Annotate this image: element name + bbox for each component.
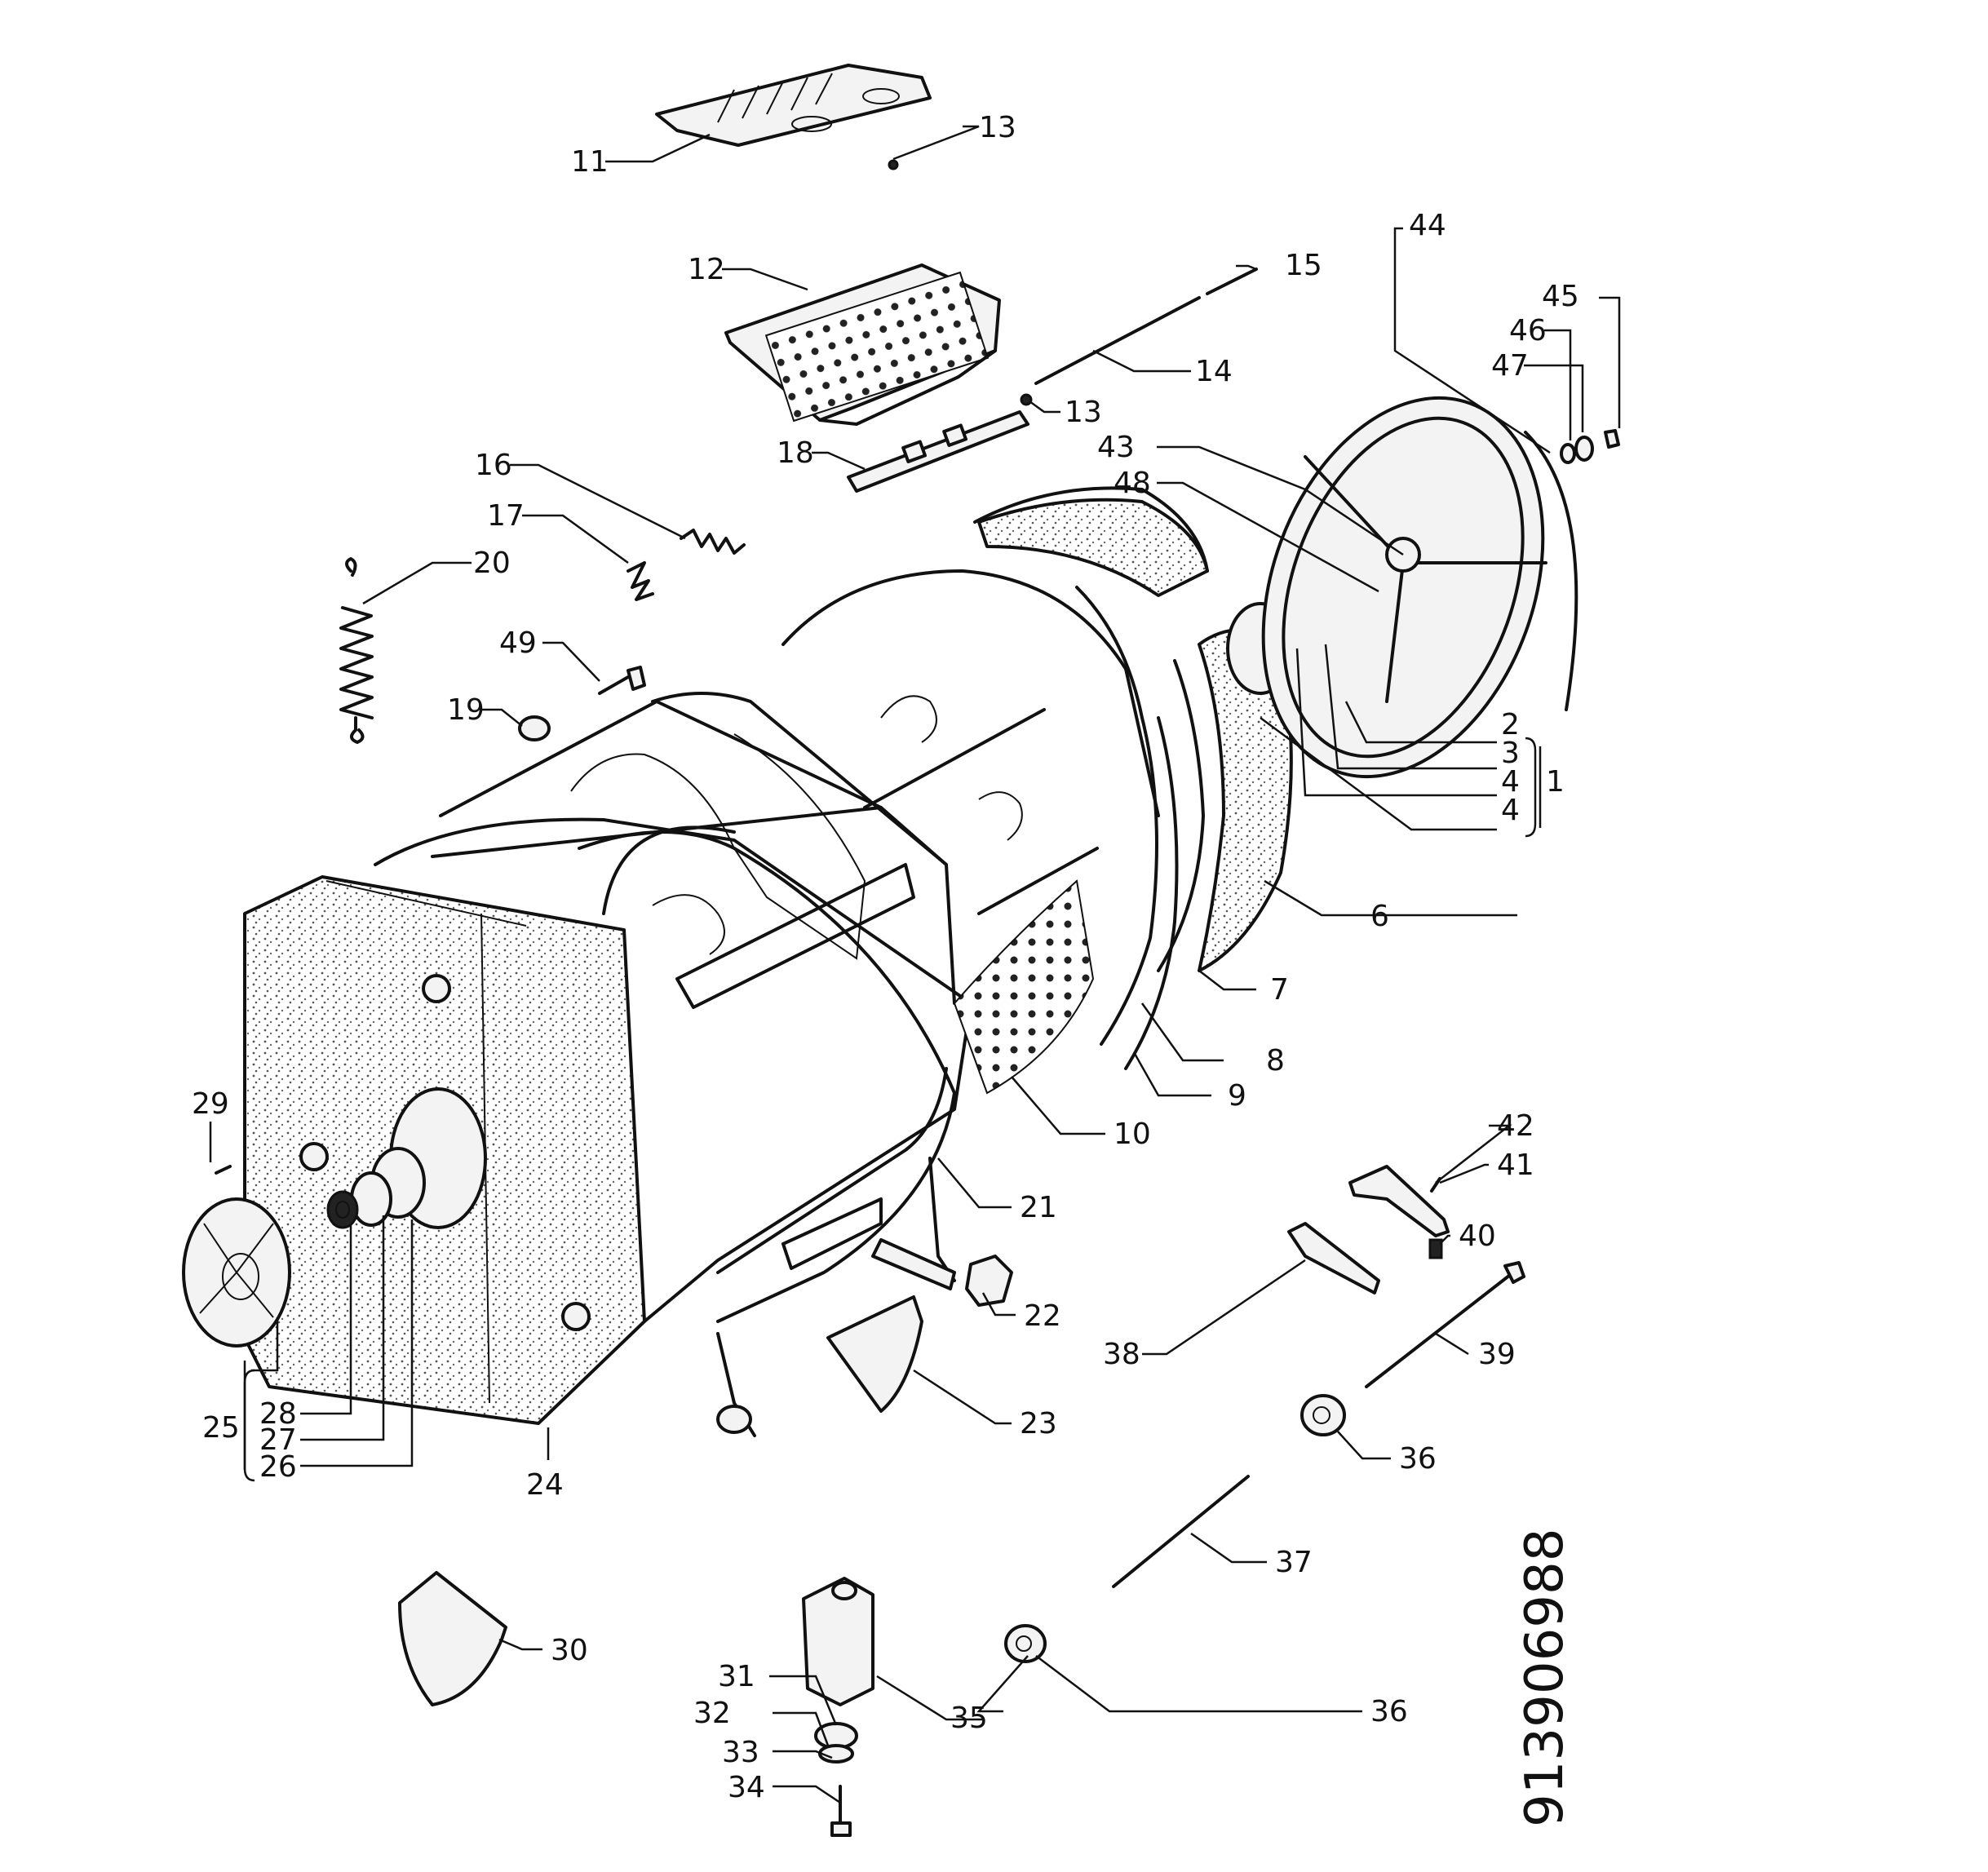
label-25: 25 [202, 1411, 240, 1445]
drawing-code: 913906988 [1515, 1529, 1575, 1827]
part-20-tension-spring [339, 557, 374, 744]
part-40-spring [1428, 1238, 1443, 1259]
label-17: 17 [487, 499, 525, 533]
part-23-flap-cover [826, 1295, 923, 1413]
label-13-mid: 13 [1065, 396, 1102, 429]
label-9: 9 [1228, 1079, 1246, 1113]
label-4-upper: 4 [1501, 765, 1520, 799]
part-10-inner-drum [781, 569, 1160, 1095]
label-39: 39 [1478, 1338, 1516, 1371]
part-12-filter-grid [724, 263, 1001, 426]
label-49: 49 [499, 626, 537, 660]
part-13-screw-b [1020, 393, 1033, 406]
part-25-flange-hub [182, 1197, 291, 1348]
label-22: 22 [1024, 1299, 1061, 1333]
leader-lines [209, 125, 1621, 1804]
part-26-28-bearing-set [326, 1147, 426, 1229]
label-24: 24 [526, 1468, 564, 1502]
label-3: 3 [1501, 737, 1520, 770]
label-33: 33 [722, 1736, 759, 1769]
part-44-pulley [1261, 396, 1578, 779]
part-21-mounting-bracket [716, 1157, 956, 1437]
label-35: 35 [950, 1702, 988, 1735]
part-36-damper-cap-b [1004, 1624, 1047, 1663]
label-7: 7 [1270, 973, 1289, 1007]
label-36-lower: 36 [1370, 1695, 1408, 1728]
label-15: 15 [1285, 249, 1322, 282]
label-31: 31 [718, 1660, 755, 1693]
label-37: 37 [1275, 1546, 1313, 1579]
label-2: 2 [1501, 708, 1520, 741]
part-6-9-seal-rings [973, 486, 1293, 1070]
label-19: 19 [447, 693, 485, 727]
label-1: 1 [1546, 765, 1565, 799]
part-labels: 11 13 12 15 14 13 18 16 17 20 49 19 43 4… [192, 111, 1579, 1804]
label-48: 48 [1114, 467, 1151, 500]
part-45-47-washers [1560, 429, 1620, 464]
label-11: 11 [571, 145, 609, 179]
label-10: 10 [1114, 1117, 1151, 1151]
part-30-flap [398, 1571, 507, 1706]
label-23: 23 [1020, 1407, 1057, 1441]
part-18-hinge-bar [847, 410, 1029, 493]
label-44: 44 [1409, 209, 1446, 242]
label-6: 6 [1370, 900, 1389, 933]
label-28: 28 [259, 1397, 297, 1431]
label-18: 18 [777, 436, 814, 470]
part-39-long-bolt [1365, 1261, 1525, 1388]
label-32: 32 [693, 1697, 731, 1730]
part-29-screw [215, 1165, 232, 1175]
part-17-spring [627, 561, 654, 601]
part-35-damper [802, 1577, 874, 1706]
part-13-screw [888, 159, 899, 170]
label-20: 20 [473, 547, 511, 580]
label-27: 27 [259, 1423, 297, 1457]
part-37-tube [1112, 1475, 1250, 1588]
label-30: 30 [551, 1634, 588, 1667]
group-brackets [243, 737, 1537, 1482]
label-34: 34 [728, 1771, 765, 1804]
tub-body [374, 692, 972, 1323]
part-38-strap [1287, 1222, 1380, 1294]
label-21: 21 [1020, 1191, 1057, 1224]
label-41: 41 [1497, 1148, 1534, 1182]
label-47: 47 [1491, 349, 1529, 383]
part-19-bushing [518, 715, 551, 741]
part-42-bracket [1348, 1165, 1450, 1237]
part-36-damper-cap-a [1300, 1394, 1346, 1436]
part-22-nut [965, 1255, 1013, 1307]
label-14: 14 [1195, 355, 1233, 388]
label-36-upper: 36 [1399, 1442, 1437, 1476]
label-12: 12 [688, 253, 725, 286]
part-49-bolt [598, 666, 646, 695]
label-4-lower: 4 [1501, 794, 1520, 827]
part-16-spring [680, 529, 746, 555]
part-31-34-damper-foot [814, 1722, 858, 1837]
label-42: 42 [1497, 1109, 1534, 1143]
label-16: 16 [475, 449, 512, 482]
label-43: 43 [1097, 431, 1135, 464]
label-13-top: 13 [979, 111, 1016, 144]
label-8: 8 [1266, 1044, 1285, 1078]
label-46: 46 [1509, 314, 1547, 347]
label-26: 26 [259, 1450, 297, 1484]
label-38: 38 [1103, 1338, 1140, 1371]
part-24-counterweight [243, 875, 646, 1425]
label-45: 45 [1542, 280, 1579, 313]
label-40: 40 [1459, 1219, 1496, 1253]
label-29: 29 [192, 1087, 229, 1121]
part-14-rod [1034, 268, 1258, 385]
part-11-cover-plate [655, 64, 932, 147]
